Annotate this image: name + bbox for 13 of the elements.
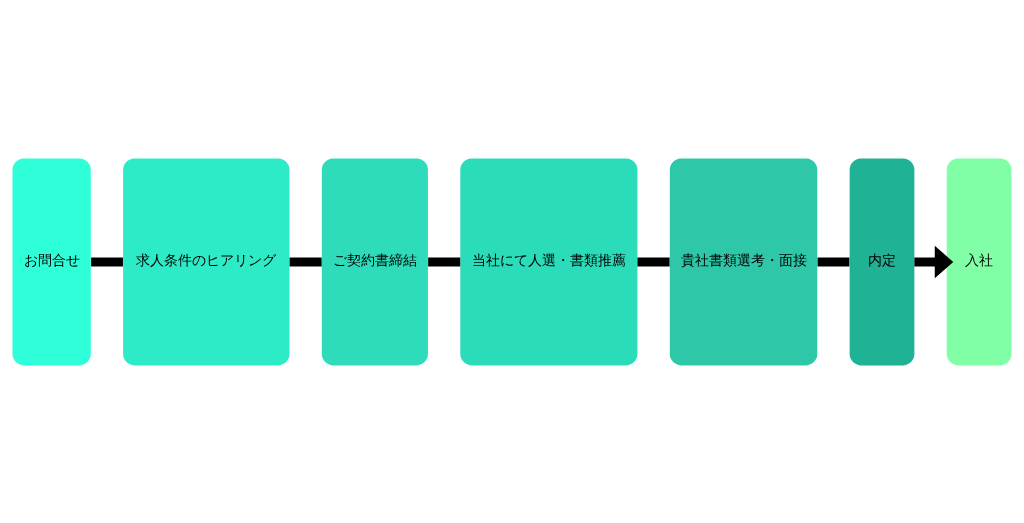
connector bbox=[817, 257, 850, 266]
node-box: 当社にて人選・書類推薦 bbox=[460, 158, 638, 365]
node-box: 入社 bbox=[946, 158, 1012, 365]
node-box: ご契約書締結 bbox=[321, 158, 428, 365]
node-box: 貴社書類選考・面接 bbox=[669, 158, 818, 365]
connector bbox=[637, 257, 670, 266]
connector bbox=[289, 257, 322, 266]
arrow bbox=[914, 245, 954, 278]
connector bbox=[91, 257, 123, 266]
node-box: 内定 bbox=[849, 158, 915, 365]
node-box: 求人条件のヒアリング bbox=[123, 158, 290, 365]
node-box: お問合せ bbox=[12, 158, 91, 365]
connector bbox=[428, 257, 461, 266]
